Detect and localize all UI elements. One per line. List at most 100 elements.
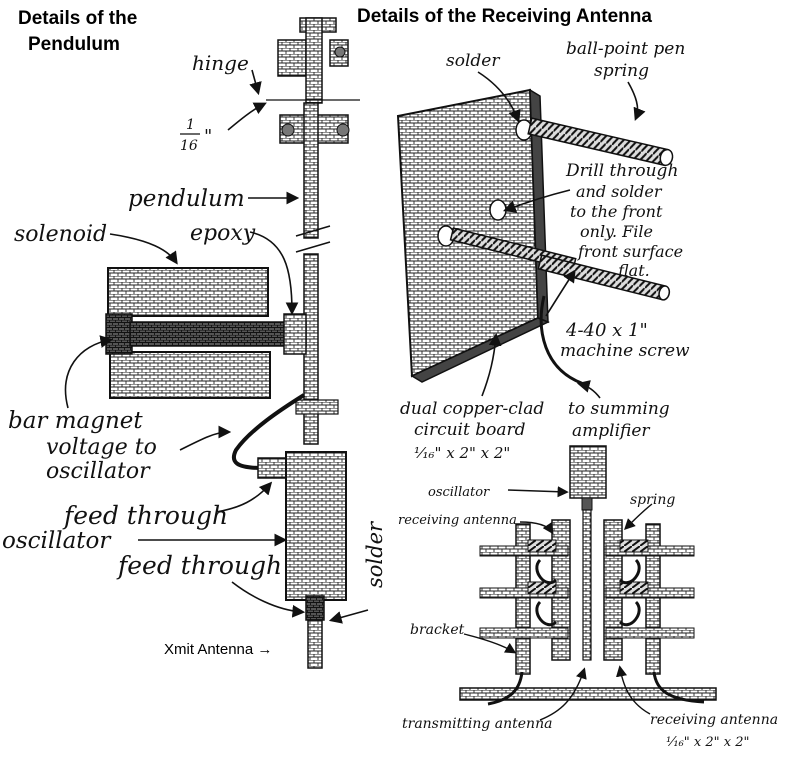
bar-magnet: [105, 313, 133, 355]
magnet-arm: [129, 321, 307, 347]
assembly-labels: oscillator receiving antenna spring brac…: [398, 485, 778, 750]
antenna-solder-arrow: [477, 71, 521, 123]
solenoid-coil-top: [107, 267, 269, 317]
gap-label-unit: ": [204, 126, 212, 147]
feed-through-2-arrow: [231, 581, 306, 618]
bar-magnet-label: bar magnet: [8, 408, 143, 434]
drill-label-line3: to the front: [570, 202, 663, 221]
spring-arrow: [627, 81, 646, 121]
voltage-label-line1: voltage to: [46, 435, 157, 460]
drill-hole: [489, 199, 507, 221]
assembly-receiving-bottom-arrow: [615, 665, 651, 715]
summing-wire: [539, 295, 585, 386]
epoxy-label: epoxy: [190, 221, 256, 246]
assembly-spring-label: spring: [630, 492, 675, 508]
feed-through-1-arrow: [215, 481, 273, 513]
board-arrow: [481, 332, 502, 397]
hinge-block-left: [277, 39, 307, 77]
assembly-transmitting-arrow: [539, 667, 587, 721]
assembly-screw-right-2: [605, 587, 695, 599]
voltage-wire: [231, 393, 306, 470]
voltage-arrow: [179, 425, 232, 451]
assembly-spring-left-1: [527, 539, 557, 553]
assembly-oscillator-label: oscillator: [428, 485, 490, 500]
oscillator-label: oscillator: [2, 528, 112, 554]
spring-label-line1: ball-point pen: [566, 39, 685, 59]
pendulum-labels: hinge 1 16 " pendulum solenoid epoxy bar…: [2, 51, 387, 658]
assembly-spring-arrow: [624, 503, 653, 530]
assembly-spring-right-1: [619, 539, 649, 553]
board-label-line2: circuit board: [414, 420, 526, 440]
assembly-screw-right-1: [605, 545, 695, 557]
drill-label-line5: front surface: [577, 242, 683, 261]
assembly-oscillator-arrow: [507, 486, 569, 498]
machine-screw-2: [537, 254, 671, 301]
summing-arrow: [576, 380, 601, 399]
drill-label-line2: and solder: [576, 182, 663, 201]
assembly-spring-right-2: [619, 581, 649, 595]
pendulum-rod-upper: [303, 102, 319, 239]
pendulum-drawing: [105, 17, 360, 669]
xmit-antenna-label: Xmit Antenna →: [164, 641, 272, 658]
assembly-bracket-label: bracket: [410, 622, 465, 638]
drill-label-line4: only. File: [580, 222, 653, 241]
gap-label-den: 16: [180, 138, 198, 154]
pendulum-break-marks: [295, 225, 331, 253]
screw-label-line1: 4-40 x 1": [565, 320, 648, 341]
assembly-oscillator: [569, 445, 607, 499]
summing-label-line2: amplifier: [572, 421, 650, 441]
epoxy-joint: [283, 313, 307, 355]
antenna-arrows: [477, 71, 646, 399]
antenna-board-drawing: [396, 88, 674, 386]
solenoid-label: solenoid: [14, 222, 107, 247]
lower-nut: [295, 399, 339, 415]
drill-arrow: [503, 189, 571, 213]
hinge-arrow: [249, 69, 262, 96]
pendulum-title-line1: Details of the: [18, 8, 137, 29]
pendulum-title-line2: Pendulum: [28, 34, 120, 55]
assembly-receiving-bottom-label: receiving antenna: [650, 712, 778, 728]
assembly-base-plate: [459, 687, 717, 701]
bar-magnet-arrow: [64, 335, 114, 409]
board-label-line3: ¹⁄₁₆" x 2" x 2": [414, 444, 510, 462]
assembly-feed-through: [581, 497, 593, 511]
clamp-bolt-right: [336, 123, 350, 137]
pendulum-title: Details of the Pendulum: [18, 8, 137, 55]
assembly-screw-right-3: [605, 627, 695, 639]
board-label-line1: dual copper-clad: [400, 399, 544, 419]
gap-label-num: 1: [186, 117, 195, 133]
assembly-receiving-top-label: receiving antenna: [398, 513, 517, 528]
summing-label-line1: to summing: [568, 399, 670, 419]
hinge-label: hinge: [192, 51, 249, 75]
spring-label-line2: spring: [594, 61, 649, 81]
oscillator-block: [285, 451, 347, 601]
solenoid-arrow: [109, 233, 178, 265]
feed-through-1-label: feed through: [62, 501, 228, 530]
antenna-solder-label: solder: [446, 51, 500, 71]
screw-arrow: [545, 269, 576, 317]
screw-label-line2: machine screw: [560, 341, 690, 361]
assembly-screw-left-2: [479, 587, 569, 599]
assembly-screw-left-3: [479, 627, 569, 639]
assembly-arrows: [463, 486, 653, 721]
voltage-label-line2: oscillator: [46, 459, 151, 484]
feed-through-lower: [305, 595, 325, 621]
epoxy-arrow: [249, 231, 299, 316]
drill-label-line6: flat.: [617, 261, 650, 280]
solder-arrow: [328, 609, 369, 624]
assembly-wires-left: [535, 558, 558, 626]
solenoid-coil-bottom: [109, 351, 271, 399]
antenna-labels: solder ball-point pen spring Drill throu…: [400, 39, 690, 462]
assembly-dims-label: ¹⁄₁₆" x 2" x 2": [666, 735, 749, 750]
assembly-transmitting-label: transmitting antenna: [402, 716, 552, 732]
assembly-transmitting-rod: [582, 509, 592, 661]
pendulum-arrows: [64, 69, 369, 624]
gap-arrow: [227, 102, 267, 131]
assembly-spring-left-2: [527, 581, 557, 595]
ballpoint-spring: [527, 117, 674, 167]
feed-through-2-label: feed through: [116, 551, 282, 580]
clamp-bolt-left: [281, 123, 295, 137]
assembly-drawing: [459, 445, 717, 706]
assembly-bracket-arrow: [463, 633, 517, 654]
